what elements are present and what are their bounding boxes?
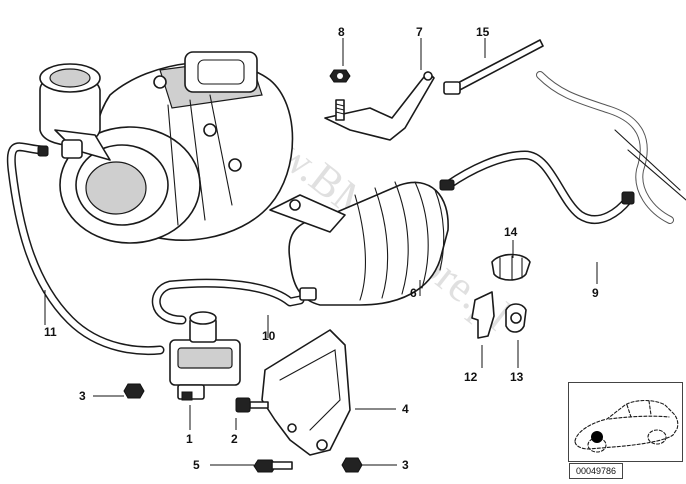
car-outline-icon bbox=[574, 399, 679, 453]
callout-2: 2 bbox=[231, 432, 238, 446]
callout-7: 7 bbox=[416, 25, 423, 39]
callout-12: 12 bbox=[464, 370, 478, 384]
pressure-converter-illustration bbox=[169, 311, 241, 401]
callout-5: 5 bbox=[193, 458, 200, 472]
callout-6: 6 bbox=[410, 286, 417, 300]
vehicle-location-inset bbox=[568, 382, 683, 462]
turbocharger-illustration bbox=[39, 51, 294, 244]
callout-1: 1 bbox=[186, 432, 193, 446]
callout-3-left: 3 bbox=[79, 389, 86, 403]
callout-4: 4 bbox=[402, 402, 409, 416]
callout-9: 9 bbox=[592, 286, 599, 300]
callout-8: 8 bbox=[338, 25, 345, 39]
callout-13: 13 bbox=[510, 370, 524, 384]
callout-11: 11 bbox=[44, 325, 57, 339]
diagram-reference-code: 00049786 bbox=[569, 463, 623, 479]
callout-3-bottom: 3 bbox=[402, 458, 409, 472]
engine-location-marker-icon bbox=[591, 431, 603, 443]
vacuum-reservoir-illustration bbox=[269, 179, 455, 306]
callout-15: 15 bbox=[476, 25, 490, 39]
callout-14: 14 bbox=[504, 225, 518, 239]
callout-10: 10 bbox=[262, 329, 276, 343]
